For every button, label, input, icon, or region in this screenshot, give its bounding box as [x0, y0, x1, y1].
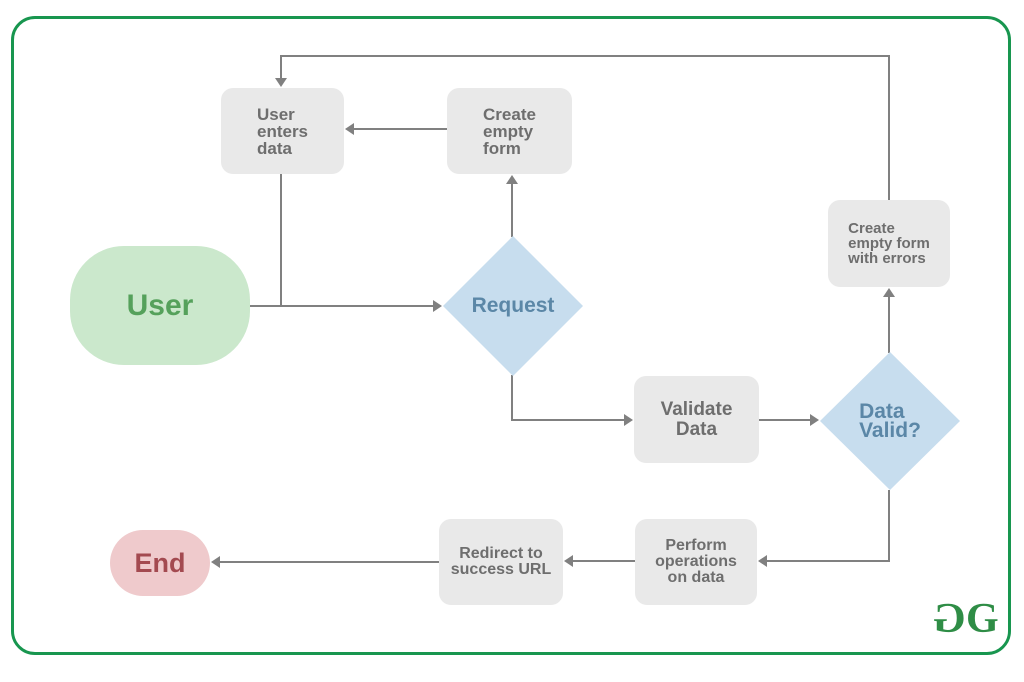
connector-form-to-enters [353, 128, 447, 130]
decision-node-label: Request [471, 294, 555, 317]
connector-request-to-validate [511, 419, 625, 421]
connector-redirect-to-end [219, 561, 439, 563]
end-node: End [110, 530, 210, 596]
arrowhead-into-form-errors [883, 288, 895, 297]
process-node-user-enters-data: User enters data [221, 88, 344, 174]
arrowhead-into-user-enters-data [275, 78, 287, 87]
arrowhead-into-request [433, 300, 442, 312]
connector-loop-right [888, 55, 890, 200]
connector-request-to-form [511, 183, 513, 237]
process-node-perform-operations: Perform operations on data [635, 519, 757, 605]
connector-perform-to-redirect [572, 560, 635, 562]
process-node-text: Validate Data [660, 398, 733, 440]
connector-validate-to-valid [759, 419, 811, 421]
connector-enters-down [280, 174, 282, 307]
connector-user-to-request [250, 305, 434, 307]
process-node-create-empty-form-with-errors: Create empty form with errors [828, 200, 950, 287]
process-node-validate-data: Validate Data [634, 376, 759, 463]
process-node-text: Redirect to success URL [450, 545, 552, 578]
end-node-label: End [134, 547, 186, 578]
green-border-frame [11, 16, 1011, 655]
arrowhead-into-perform-operations [758, 555, 767, 567]
geeksforgeeks-logo-g: G [966, 596, 999, 642]
process-node-text: Perform operations on data [655, 537, 737, 586]
process-node-text: Create empty form [483, 104, 536, 158]
arrowhead-into-validate-data [624, 414, 633, 426]
process-node-text: Create empty form with errors [848, 220, 930, 267]
connector-request-down [511, 375, 513, 420]
connector-loop-left [280, 55, 282, 78]
connector-loop-top [280, 55, 890, 57]
arrowhead-into-user-enters-data-right [345, 123, 354, 135]
process-node-redirect-success-url: Redirect to success URL [439, 519, 563, 605]
geeksforgeeks-logo: GG [936, 596, 999, 642]
decision-node-text: Data Valid? [859, 400, 921, 442]
arrowhead-into-end [211, 556, 220, 568]
start-node-user: User [70, 246, 250, 365]
connector-valid-to-perform [766, 560, 890, 562]
arrowhead-into-create-empty-form [506, 175, 518, 184]
process-node-create-empty-form: Create empty form [447, 88, 572, 174]
geeksforgeeks-logo-g-flipped: G [939, 596, 966, 642]
start-node-label: User [126, 288, 194, 322]
process-node-text: User enters data [256, 104, 309, 158]
connector-valid-to-errors [888, 296, 890, 353]
connector-valid-down [888, 490, 890, 562]
arrowhead-into-redirect [564, 555, 573, 567]
arrowhead-into-data-valid [810, 414, 819, 426]
